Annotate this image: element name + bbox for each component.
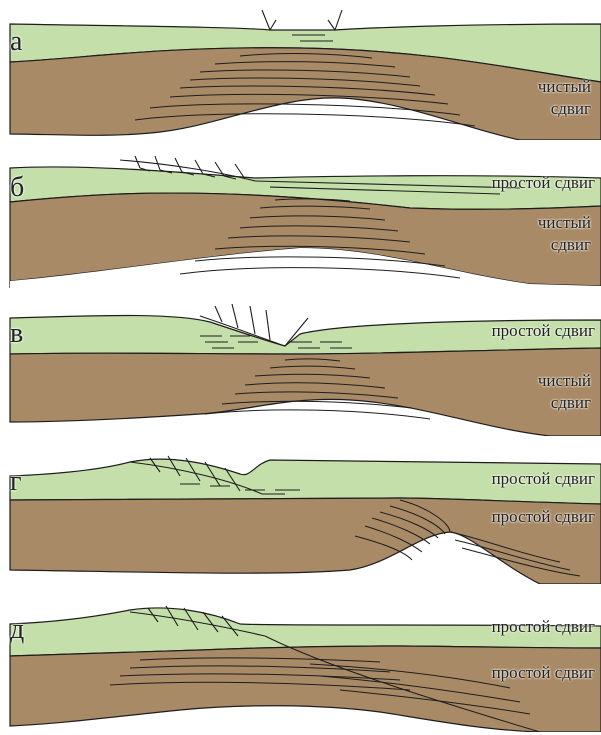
panel-b-letter: б: [10, 174, 24, 202]
panel-e-lower-label: простой сдвиг: [492, 662, 595, 684]
panel-c-lower-label: чистый сдвиг: [538, 370, 591, 414]
panel-b-upper-label: простой сдвиг: [492, 172, 595, 194]
panel-b-cross-section: [0, 148, 601, 288]
panel-c-letter: в: [10, 320, 23, 348]
panel-c-cross-section: [0, 296, 601, 436]
label-line: чистый: [538, 76, 591, 98]
panel-c-upper-label: простой сдвиг: [492, 320, 595, 342]
panel-a-cross-section: [0, 0, 601, 140]
panel-a-lower-label: чистый сдвиг: [538, 76, 591, 120]
label-line: сдвиг: [538, 234, 591, 256]
label-line: чистый: [538, 212, 591, 234]
label-line: сдвиг: [538, 98, 591, 120]
panel-d-letter: г: [10, 468, 21, 496]
panel-e-upper-label: простой сдвиг: [492, 616, 595, 638]
panel-e-letter: д: [10, 616, 24, 644]
panel-a-letter: а: [10, 28, 22, 56]
label-line: чистый: [538, 370, 591, 392]
panel-d-upper-label: простой сдвиг: [492, 468, 595, 490]
panel-b-lower-label: чистый сдвиг: [538, 212, 591, 256]
label-line: сдвиг: [538, 392, 591, 414]
panel-d-lower-label: простой сдвиг: [492, 506, 595, 528]
